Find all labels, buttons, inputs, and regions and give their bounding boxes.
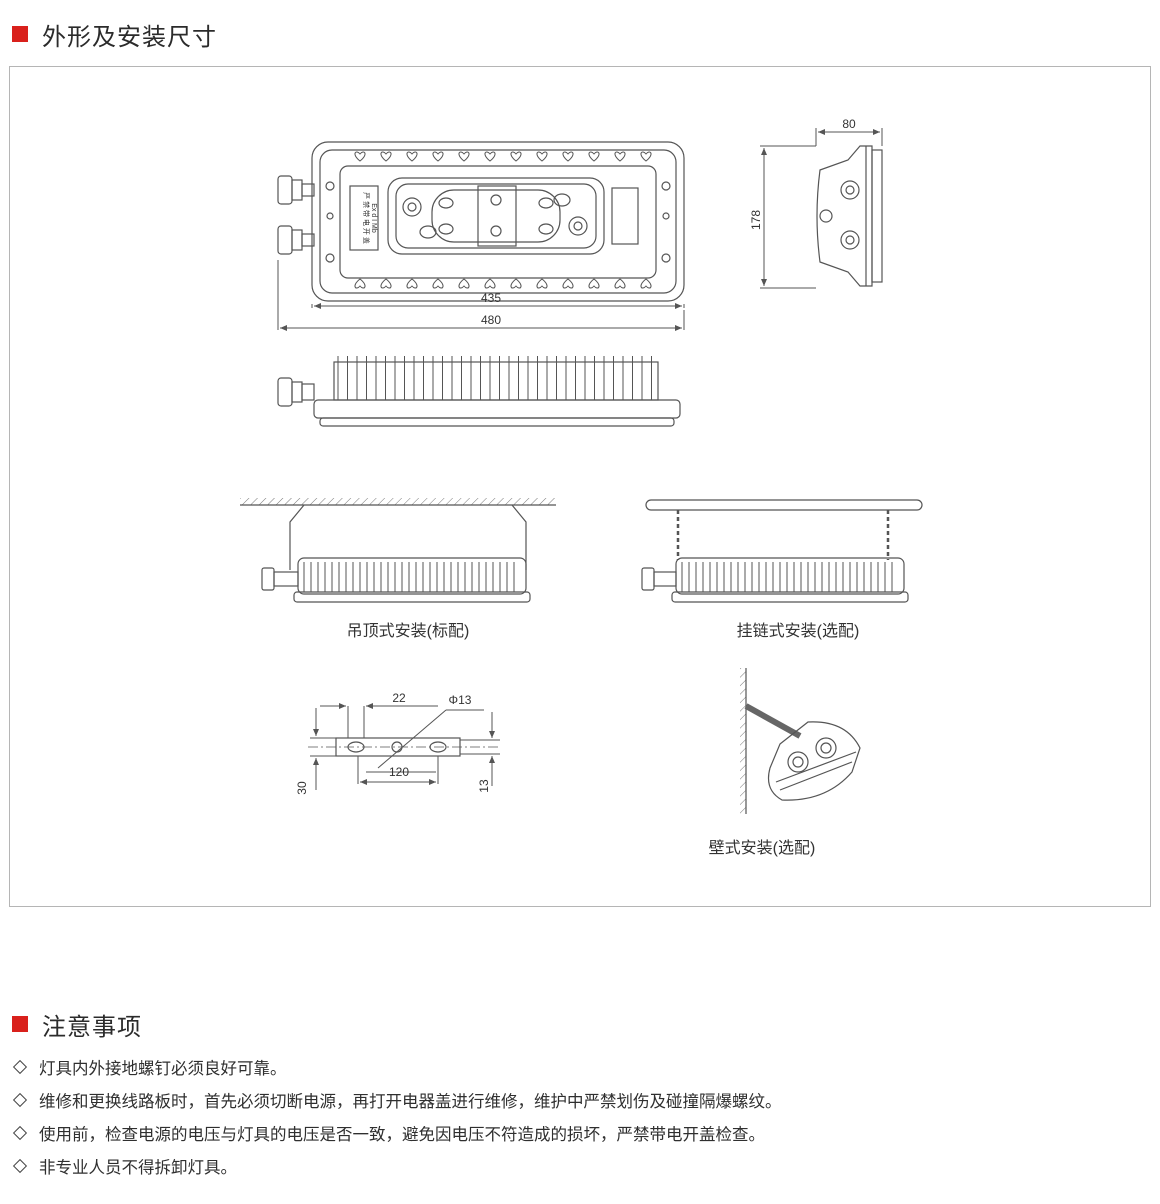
section-title-notes: 注意事项 bbox=[12, 1008, 142, 1041]
heart-icon bbox=[458, 151, 470, 162]
heat-sink-fins bbox=[337, 356, 652, 400]
diamond-bullet-icon bbox=[12, 1125, 28, 1140]
heart-icon bbox=[484, 151, 496, 162]
heart-icon bbox=[562, 278, 574, 289]
ceiling-mount-view bbox=[240, 498, 556, 603]
section-title-text: 注意事项 bbox=[42, 1012, 142, 1041]
dim-bracket-slot: 13 bbox=[477, 779, 491, 793]
heart-icon bbox=[432, 278, 444, 289]
section-title-text: 外形及安装尺寸 bbox=[42, 22, 217, 51]
lamp-body-outline bbox=[311, 141, 685, 302]
nameplate-warning: 严 禁 带 电 开 盖 bbox=[362, 192, 371, 244]
install-chain-label: 挂链式安装(选配) bbox=[737, 622, 860, 640]
dim-body-width: 435 bbox=[481, 291, 501, 305]
heart-icon bbox=[354, 278, 366, 289]
side-view bbox=[816, 145, 883, 287]
note-text: 非专业人员不得拆卸灯具。 bbox=[39, 1157, 237, 1177]
dim-bracket-spacing: 120 bbox=[389, 765, 409, 779]
front-view bbox=[277, 141, 685, 302]
heart-icon bbox=[432, 151, 444, 162]
lamp-window bbox=[387, 177, 605, 255]
heart-icon bbox=[458, 278, 470, 289]
nameplate-text: 严 禁 带 电 开 盖 Ex d I Mb bbox=[362, 192, 377, 244]
note-item: 使用前，检查电源的电压与灯具的电压是否一致，避免因电压不符造成的损坏，严禁带电开… bbox=[12, 1116, 782, 1149]
ceiling-heat-sink-fins bbox=[303, 562, 515, 592]
dim-side-depth: 80 bbox=[842, 117, 856, 131]
wall-mount-view bbox=[740, 668, 861, 814]
heart-icon bbox=[588, 278, 600, 289]
heart-icon bbox=[510, 151, 522, 162]
dim-outer-width: 480 bbox=[481, 313, 501, 327]
heart-icon bbox=[588, 151, 600, 162]
nameplate-marking: Ex d I Mb bbox=[370, 203, 377, 233]
chain-heat-sink-fins bbox=[681, 562, 893, 592]
heart-icon bbox=[536, 278, 548, 289]
install-ceiling-label: 吊顶式安装(标配) bbox=[347, 622, 470, 640]
section-title-dimensions: 外形及安装尺寸 bbox=[12, 18, 217, 51]
note-item: 非专业人员不得拆卸灯具。 bbox=[12, 1149, 782, 1182]
section-marker-icon bbox=[12, 1016, 28, 1032]
nameplate bbox=[349, 185, 379, 251]
heart-decoration-icons bbox=[354, 151, 652, 289]
install-wall-label: 壁式安装(选配) bbox=[709, 838, 816, 857]
heart-icon bbox=[406, 278, 418, 289]
diamond-bullet-icon bbox=[12, 1158, 28, 1173]
label-box bbox=[611, 187, 639, 245]
heart-icon bbox=[640, 151, 652, 162]
diamond-bullet-icon bbox=[12, 1059, 28, 1074]
heart-icon bbox=[536, 151, 548, 162]
heart-icon bbox=[484, 278, 496, 289]
heart-icon bbox=[510, 278, 522, 289]
top-view bbox=[277, 361, 681, 427]
heart-icon bbox=[380, 151, 392, 162]
section-marker-icon bbox=[12, 26, 28, 42]
dim-bracket-width: 30 bbox=[295, 781, 309, 795]
heart-icon bbox=[380, 278, 392, 289]
heart-icon bbox=[640, 278, 652, 289]
chain-mount-view bbox=[641, 499, 923, 603]
technical-drawing: 严 禁 带 电 开 盖 Ex d I Mb 435 480 80 178 bbox=[240, 117, 923, 857]
note-text: 灯具内外接地螺钉必须良好可靠。 bbox=[39, 1058, 287, 1078]
note-item: 维修和更换线路板时，首先必须切断电源，再打开电器盖进行维修，维护中严禁划伤及碰撞… bbox=[12, 1083, 782, 1116]
notes-list: 灯具内外接地螺钉必须良好可靠。 维修和更换线路板时，首先必须切断电源，再打开电器… bbox=[12, 1050, 782, 1182]
heart-icon bbox=[406, 151, 418, 162]
dim-side-height: 178 bbox=[749, 210, 763, 230]
diamond-bullet-icon bbox=[12, 1092, 28, 1107]
heart-icon bbox=[562, 151, 574, 162]
note-text: 使用前，检查电源的电压与灯具的电压是否一致，避免因电压不符造成的损坏，严禁带电开… bbox=[39, 1124, 765, 1144]
note-text: 维修和更换线路板时，首先必须切断电源，再打开电器盖进行维修，维护中严禁划伤及碰撞… bbox=[39, 1091, 782, 1111]
drawing-panel bbox=[9, 66, 1151, 907]
dim-bracket-hole: Φ13 bbox=[449, 693, 472, 707]
heart-icon bbox=[614, 151, 626, 162]
heart-icon bbox=[354, 151, 366, 162]
cable-gland-icon bbox=[277, 175, 315, 255]
note-item: 灯具内外接地螺钉必须良好可靠。 bbox=[12, 1050, 782, 1083]
bracket-view bbox=[308, 737, 500, 757]
dim-bracket-offset: 22 bbox=[392, 691, 406, 705]
heart-icon bbox=[614, 278, 626, 289]
